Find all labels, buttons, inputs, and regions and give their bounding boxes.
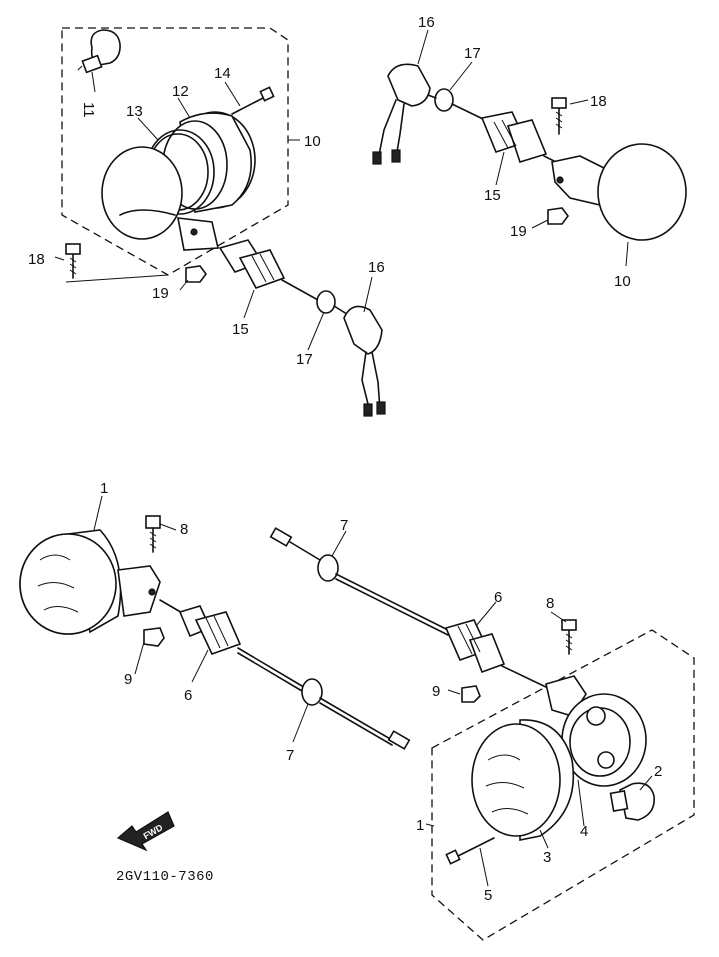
label-6-left: 6 [184, 687, 192, 704]
socket-6-left [159, 599, 303, 692]
bolt-18-right [551, 97, 567, 135]
socket-6-right [444, 619, 549, 689]
label-16-right: 16 [418, 14, 435, 31]
socket-15-left [218, 239, 319, 301]
dashed-group-box-bottom-right [431, 629, 695, 941]
label-9-right: 9 [432, 683, 440, 700]
leader-11 [91, 71, 96, 93]
label-18-right: 18 [590, 93, 607, 110]
nut-19-right [547, 207, 569, 225]
label-2: 2 [654, 763, 662, 780]
label-18-left: 18 [28, 251, 45, 268]
label-9-left: 9 [124, 671, 132, 688]
wires-16-left [361, 351, 381, 413]
boot-16-left [343, 305, 383, 355]
grommet-17-right [434, 88, 454, 112]
label-5: 5 [484, 887, 492, 904]
label-17-left: 17 [296, 351, 313, 368]
label-8-left: 8 [180, 521, 188, 538]
screw-5 [445, 837, 495, 865]
label-15-right: 15 [484, 187, 501, 204]
grommet-17-left [316, 290, 336, 314]
label-6-right: 6 [494, 589, 502, 606]
bracket-front-left [117, 565, 161, 617]
dashed-group-box-top-left [61, 27, 289, 276]
label-7-left: 7 [286, 747, 294, 764]
label-16-left: 16 [368, 259, 385, 276]
nut-9-right [461, 685, 481, 703]
label-17-right: 17 [464, 45, 481, 62]
bolt-8-left [145, 515, 161, 553]
bulb-2 [609, 782, 655, 821]
label-15-left: 15 [232, 321, 249, 338]
housing-4 [561, 693, 647, 787]
label-19-right: 19 [510, 223, 527, 240]
nut-19-left [185, 265, 207, 283]
assembly-top-left [61, 27, 386, 417]
nut-9-left [143, 627, 165, 647]
wire-7-left [319, 697, 393, 741]
bolt-8-right [561, 619, 577, 655]
lens-10-left [101, 146, 183, 240]
label-10-left: 10 [304, 133, 321, 150]
assembly-bottom-right [269, 527, 695, 941]
label-1-front: 1 [100, 480, 108, 497]
fwd-arrow: FWD [116, 811, 175, 852]
assembly-top-right [372, 63, 687, 241]
connector-7-right [269, 527, 293, 547]
grommet-7-left [301, 678, 323, 706]
assembly-bottom-left [19, 515, 411, 750]
bulb-11 [77, 29, 121, 74]
label-7-right: 7 [340, 517, 348, 534]
screw-14 [231, 86, 275, 115]
leader-lines [54, 29, 653, 887]
label-12: 12 [172, 83, 189, 100]
bracket-left [177, 217, 219, 251]
part-labels: 11 12 13 14 10 18 19 15 17 16 16 17 18 1… [28, 14, 662, 904]
diagram-code: 2GV110-7360 [116, 869, 214, 885]
label-3: 3 [543, 849, 551, 866]
boot-16-right [387, 63, 431, 107]
lens-10-right [597, 143, 687, 241]
label-14: 14 [214, 65, 231, 82]
label-8-right: 8 [546, 595, 554, 612]
bolt-18-left [65, 243, 81, 279]
grommet-7-right [317, 554, 339, 582]
label-4: 4 [580, 823, 588, 840]
label-11: 11 [80, 102, 97, 118]
label-10-right: 10 [614, 273, 631, 290]
lens-1-rear [471, 719, 575, 841]
label-1-rear: 1 [416, 817, 424, 834]
label-19-left: 19 [152, 285, 169, 302]
wire-7-right [335, 573, 449, 631]
label-13: 13 [126, 103, 143, 120]
socket-15-right [480, 111, 557, 163]
